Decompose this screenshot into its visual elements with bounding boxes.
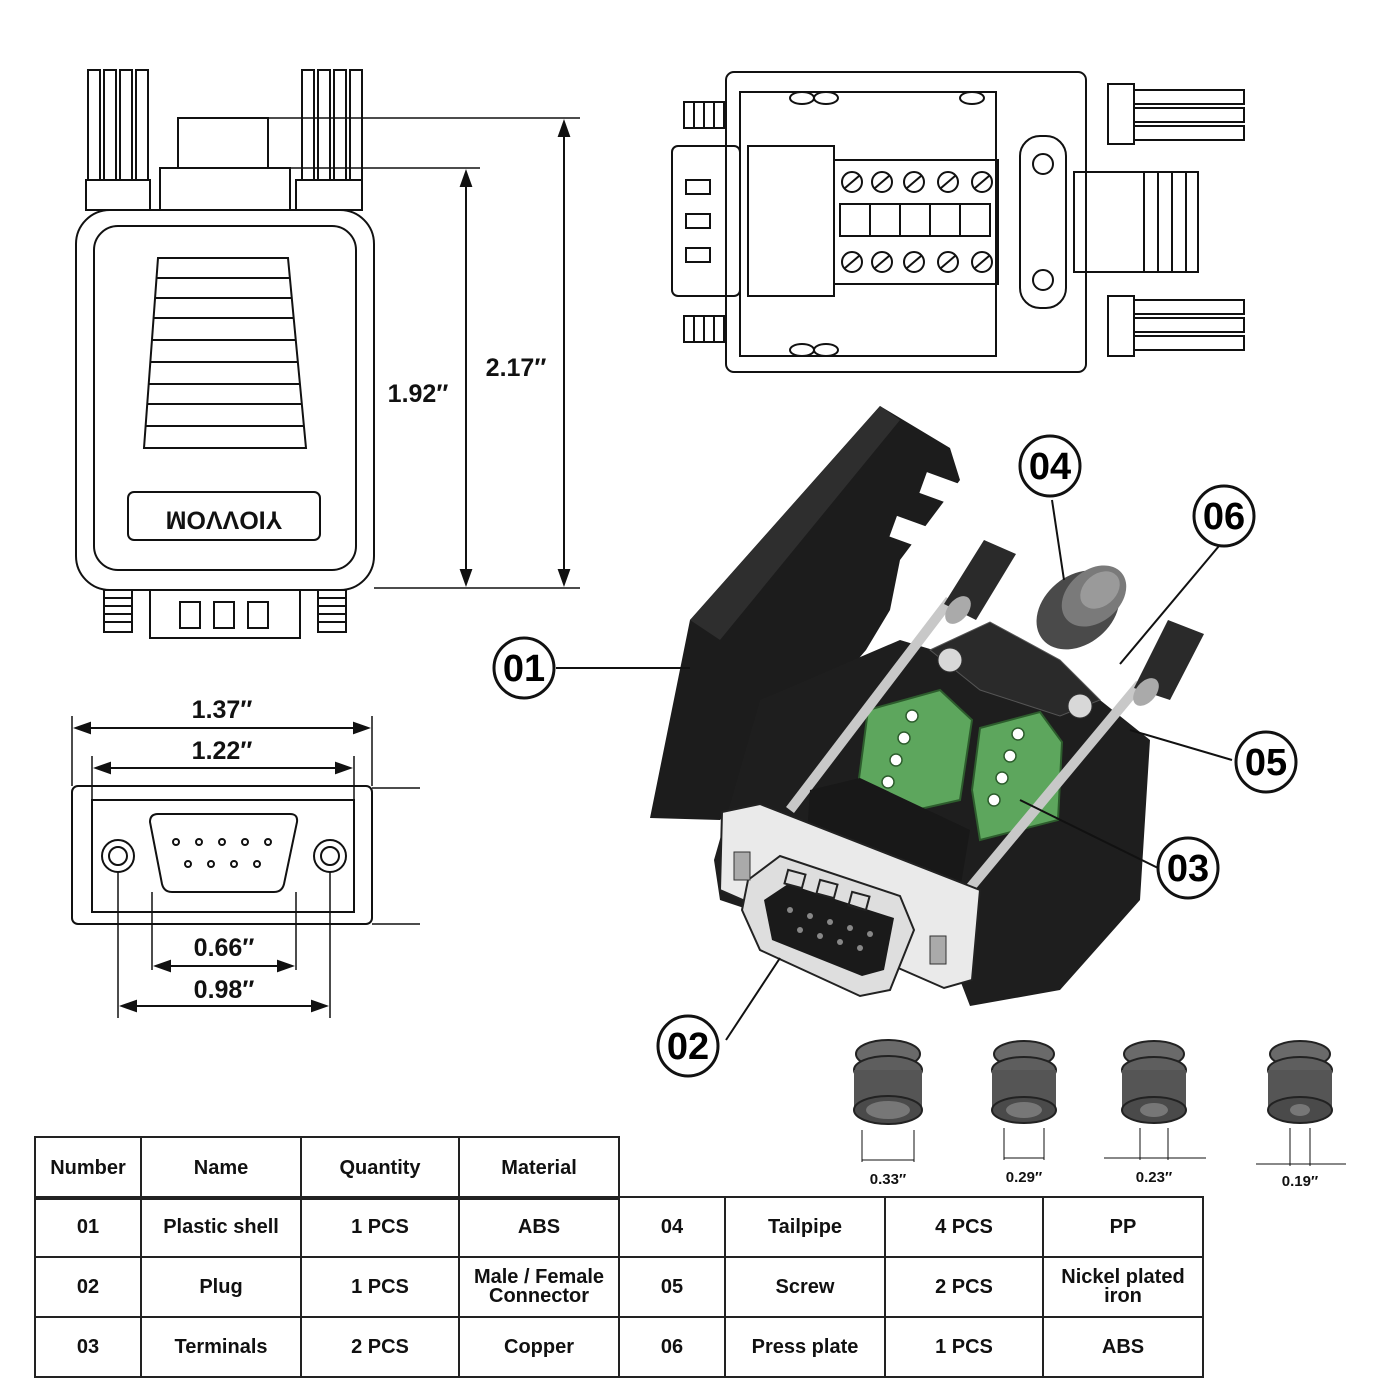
svg-text:03: 03 xyxy=(1167,848,1209,890)
tailpipe-2-diameter: 0.29″ xyxy=(1006,1169,1042,1186)
tailpipe-3-diameter: 0.23″ xyxy=(1136,1169,1172,1186)
table-row: 03 Terminals 2 PCS Copper 06 Press plate… xyxy=(34,1316,1204,1378)
top-view xyxy=(671,71,1245,373)
parts-table: 01 Plastic shell 1 PCS ABS 04 Tailpipe 4… xyxy=(34,1196,1204,1378)
dim-height-inner: 1.92″ xyxy=(388,380,449,408)
svg-text:01: 01 xyxy=(503,648,545,690)
front-view xyxy=(75,69,580,639)
logo-text: YIOVVOM xyxy=(166,505,283,533)
header-number: Number xyxy=(34,1136,142,1200)
callout-06: 06 xyxy=(1192,484,1256,548)
header-quantity: Quantity xyxy=(300,1136,460,1200)
thumbscrew-left-top xyxy=(85,69,151,211)
terminal-screws xyxy=(839,171,993,273)
dim-outer-width: 1.37″ xyxy=(192,696,253,724)
svg-text:02: 02 xyxy=(667,1026,709,1068)
thumbscrew-right-top xyxy=(295,69,363,211)
callout-04: 04 xyxy=(1018,434,1082,498)
svg-text:04: 04 xyxy=(1029,446,1071,488)
svg-text:05: 05 xyxy=(1245,742,1287,784)
dim-inner-width: 1.22″ xyxy=(192,737,253,765)
callout-leaders xyxy=(556,499,1233,1041)
tailpipe-2 xyxy=(991,1040,1057,1160)
product-illustration xyxy=(650,406,1204,1006)
tailpipe-1-diameter: 0.33″ xyxy=(870,1171,906,1188)
tailpipe-3 xyxy=(1104,1040,1206,1160)
table-row: 02 Plug 1 PCS Male / Female Connector 05… xyxy=(34,1256,1204,1318)
header-material: Material xyxy=(458,1136,620,1200)
tailpipe-1 xyxy=(853,1039,923,1162)
dim-dsub-width: 0.66″ xyxy=(194,934,255,962)
table-row: 01 Plastic shell 1 PCS ABS 04 Tailpipe 4… xyxy=(34,1196,1204,1258)
table-header-row: Number Name Quantity Material xyxy=(34,1136,620,1200)
callout-05: 05 xyxy=(1234,730,1298,794)
callout-02: 02 xyxy=(656,1014,720,1078)
grip-ribs xyxy=(142,257,308,449)
face-view xyxy=(71,716,420,1018)
press-plate xyxy=(929,621,1101,717)
logo-plate xyxy=(127,491,321,541)
header-name: Name xyxy=(140,1136,302,1200)
callout-03: 03 xyxy=(1156,836,1220,900)
shell-lid xyxy=(650,406,960,820)
parts-table-header: Number Name Quantity Material xyxy=(34,1136,620,1200)
dim-height-outer: 2.17″ xyxy=(486,354,547,382)
tailpipe-4 xyxy=(1256,1040,1346,1166)
tailpipe-4-diameter: 0.19″ xyxy=(1282,1173,1318,1190)
callout-01: 01 xyxy=(492,636,556,700)
dim-screw-spacing: 0.98″ xyxy=(194,976,255,1004)
svg-text:06: 06 xyxy=(1203,496,1245,538)
